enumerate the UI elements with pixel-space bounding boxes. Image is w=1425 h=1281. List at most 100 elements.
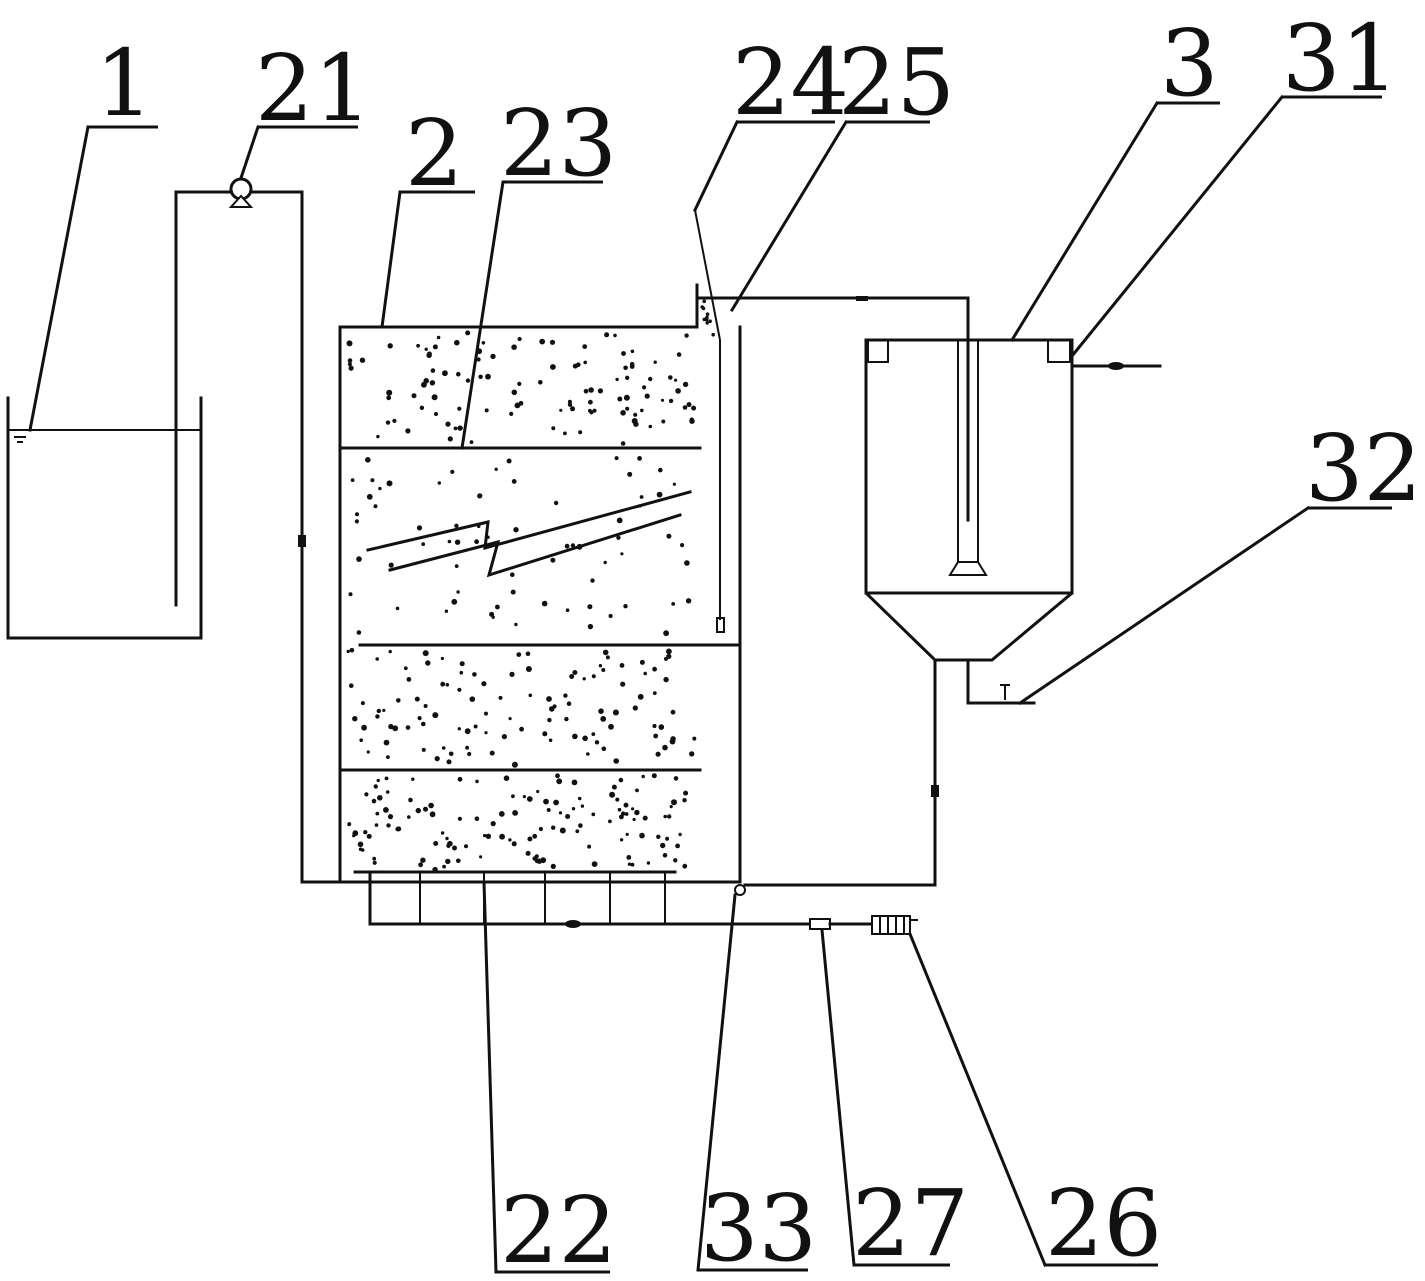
- media-dot: [525, 666, 532, 672]
- media-dot: [542, 731, 548, 737]
- media-dot: [445, 836, 449, 841]
- media-dot: [652, 691, 657, 695]
- media-dot: [630, 862, 635, 867]
- media-dot: [473, 724, 478, 729]
- media-dot: [406, 677, 412, 682]
- media-dot: [528, 693, 533, 698]
- media-dot: [689, 418, 695, 424]
- media-dot: [548, 738, 553, 743]
- media-dot: [457, 727, 461, 731]
- media-dot: [512, 810, 518, 816]
- label-aeration-header: 22: [500, 1177, 617, 1281]
- media-dot: [613, 758, 619, 764]
- media-dot: [359, 357, 366, 363]
- media-dot: [442, 370, 448, 377]
- media-dot: [527, 836, 533, 842]
- media-dot: [614, 456, 619, 461]
- media-dot: [431, 394, 438, 401]
- media-dot: [609, 791, 616, 798]
- media-dot: [600, 716, 607, 722]
- media-dot: [450, 469, 455, 474]
- media-dot: [347, 822, 352, 826]
- media-dot: [660, 398, 665, 402]
- media-dot: [519, 726, 524, 732]
- media-dot: [395, 606, 400, 611]
- media-dot: [485, 833, 492, 839]
- media-dot: [629, 361, 635, 367]
- media-dot: [630, 349, 635, 354]
- media-dot: [546, 808, 551, 812]
- media-dot: [620, 552, 624, 556]
- media-dot: [423, 704, 428, 708]
- media-dot: [550, 557, 556, 563]
- media-dot: [440, 656, 444, 661]
- media-dot: [421, 542, 426, 546]
- media-dot: [591, 732, 596, 736]
- media-dot: [484, 711, 488, 716]
- media-dot: [372, 856, 377, 861]
- media-dot: [639, 495, 644, 499]
- media-dot: [357, 841, 364, 848]
- media-dot: [661, 419, 666, 424]
- media-dot: [476, 357, 481, 362]
- media-dot: [430, 368, 436, 373]
- media-dot: [655, 751, 661, 757]
- label-overflow-outlet: 25: [838, 29, 955, 136]
- sludge-outlet: [966, 658, 1036, 705]
- media-dot: [658, 467, 663, 473]
- media-dot: [627, 471, 633, 477]
- media-dot: [465, 745, 469, 750]
- media-dot: [597, 388, 604, 394]
- media-dot: [411, 393, 417, 399]
- media-dot: [702, 317, 707, 322]
- media-dot: [517, 381, 522, 386]
- media-dot: [658, 724, 665, 730]
- media-dot: [702, 299, 706, 304]
- media-dot: [675, 843, 680, 849]
- media-dot: [418, 862, 423, 868]
- media-dot: [375, 714, 380, 719]
- media-dot: [366, 833, 372, 839]
- media-dot: [355, 512, 359, 517]
- media-dot: [575, 829, 580, 834]
- media-dot: [637, 456, 642, 461]
- media-dot: [408, 797, 413, 803]
- media-dot: [565, 814, 571, 819]
- media-dot: [689, 751, 695, 757]
- media-dot: [536, 789, 540, 794]
- media-dot: [434, 412, 438, 416]
- media-dot: [559, 408, 563, 412]
- media-dot: [498, 811, 505, 817]
- media-dot: [445, 421, 451, 427]
- media-dot: [578, 823, 583, 828]
- media-dot: [388, 723, 394, 730]
- media-dot: [618, 777, 624, 783]
- media-dot: [623, 802, 629, 808]
- media-dot: [682, 381, 689, 388]
- media-dot: [652, 723, 657, 729]
- media-dot: [510, 589, 516, 595]
- media-dot: [587, 623, 594, 630]
- media-dot: [616, 517, 623, 524]
- media-dot: [625, 406, 630, 411]
- media-dot: [422, 650, 429, 657]
- media-dot: [620, 681, 626, 687]
- media-dot: [378, 486, 382, 491]
- media-dot: [425, 660, 431, 666]
- media-dot: [447, 539, 452, 544]
- suction-pipe: [174, 190, 232, 607]
- media-dot: [424, 347, 428, 351]
- media-dot: [667, 814, 672, 819]
- media-dot: [672, 482, 677, 486]
- media-dot: [582, 344, 588, 349]
- media-dot: [348, 365, 354, 371]
- media-dot: [666, 648, 672, 655]
- media-dot: [611, 784, 617, 790]
- media-dot: [572, 733, 578, 740]
- media-dot: [676, 352, 682, 357]
- media-dot: [388, 562, 394, 568]
- media-dot: [705, 312, 710, 317]
- air-valve: [809, 918, 874, 930]
- media-dot: [454, 539, 461, 545]
- media-dot: [352, 834, 356, 838]
